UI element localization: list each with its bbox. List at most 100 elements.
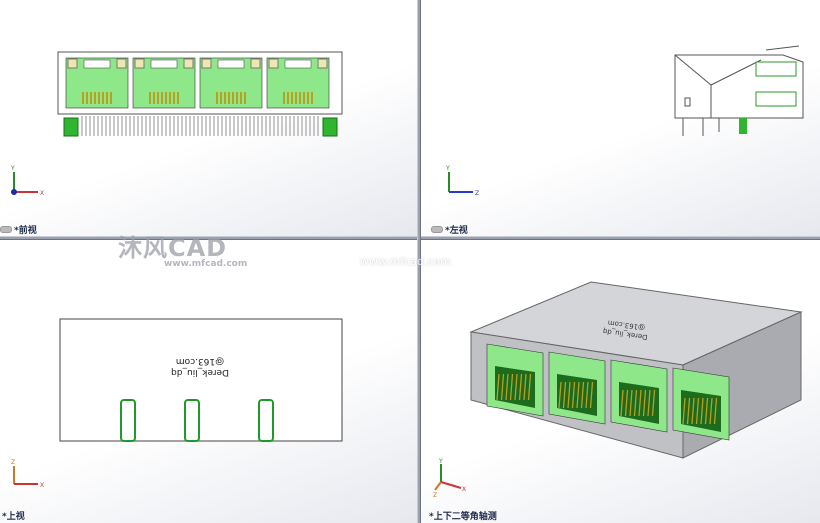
view-label-front: *前视 bbox=[0, 223, 37, 236]
contact-pin bbox=[633, 389, 638, 417]
contact-pin bbox=[638, 389, 642, 417]
contact-pin bbox=[629, 389, 633, 417]
view-label-top: *上视 bbox=[2, 512, 25, 522]
svg-text:Z: Z bbox=[433, 492, 437, 498]
rj45-port bbox=[486, 343, 544, 417]
contact-pin bbox=[157, 92, 159, 104]
watermark-url: www.mfcad.com bbox=[360, 255, 451, 268]
vertical-splitter[interactable] bbox=[417, 0, 421, 523]
latch-slot bbox=[284, 59, 312, 69]
contact-pin bbox=[216, 92, 218, 104]
contact-pin bbox=[169, 92, 171, 104]
contact-pin bbox=[311, 92, 313, 104]
contact-pin bbox=[704, 397, 709, 425]
contact-pin bbox=[713, 397, 718, 425]
contact-pin bbox=[291, 92, 293, 104]
port-cavity bbox=[495, 366, 535, 408]
view-label-left: *左视 bbox=[431, 223, 468, 236]
axis-triad: Y X Z bbox=[431, 458, 476, 502]
led bbox=[134, 58, 145, 69]
latch-tab bbox=[120, 399, 136, 442]
port-cavity bbox=[557, 374, 597, 416]
rj45-port bbox=[199, 57, 263, 109]
contact-pin bbox=[509, 373, 514, 401]
led bbox=[201, 58, 212, 69]
contact-pin bbox=[90, 92, 92, 104]
contact-pin bbox=[236, 92, 238, 104]
contact-pin bbox=[173, 92, 175, 104]
contact-pin bbox=[287, 92, 289, 104]
contact-pin bbox=[651, 389, 656, 417]
contact-pin bbox=[523, 373, 527, 401]
contact-pin bbox=[153, 92, 155, 104]
contact-pin bbox=[695, 397, 700, 425]
contact-pin bbox=[244, 92, 246, 104]
view-icon bbox=[0, 226, 12, 233]
latch-tab bbox=[184, 399, 200, 442]
contact-pin bbox=[691, 397, 695, 425]
contact-pin bbox=[224, 92, 226, 104]
iso-view-model: Derek_liu_dq @163.com bbox=[469, 281, 803, 459]
view-icon bbox=[431, 226, 443, 233]
svg-text:Z: Z bbox=[475, 190, 479, 197]
contact-pin bbox=[527, 373, 532, 401]
port-cavity bbox=[619, 382, 659, 424]
svg-text:Z: Z bbox=[11, 459, 15, 466]
contact-pin bbox=[149, 92, 151, 104]
contact-pin bbox=[106, 92, 108, 104]
contact-pin bbox=[232, 92, 234, 104]
contact-pin bbox=[496, 373, 500, 401]
contact-pin bbox=[505, 373, 509, 401]
contact-pin bbox=[518, 373, 523, 401]
contact-pin bbox=[240, 92, 242, 104]
left-view-model bbox=[674, 45, 804, 136]
led bbox=[250, 58, 261, 69]
contact-pin bbox=[94, 92, 96, 104]
contact-pin bbox=[709, 397, 713, 425]
contact-pin bbox=[571, 381, 576, 409]
contact-pin bbox=[686, 397, 691, 425]
contact-pin bbox=[86, 92, 88, 104]
contact-pin bbox=[580, 381, 585, 409]
contact-pin bbox=[283, 92, 285, 104]
contact-pin bbox=[295, 92, 297, 104]
top-view-model: Derek_liu_dq @163.com bbox=[59, 318, 343, 442]
contact-pin bbox=[102, 92, 104, 104]
contact-pin bbox=[585, 381, 589, 409]
watermark-logo: 沐风CAD www.mfcad.com bbox=[118, 234, 248, 269]
front-view-model bbox=[57, 51, 343, 137]
contact-pin bbox=[514, 373, 518, 401]
contact-pin bbox=[82, 92, 84, 104]
svg-text:X: X bbox=[40, 482, 44, 489]
contact-pin bbox=[647, 389, 651, 417]
contact-pin bbox=[220, 92, 222, 104]
svg-text:@163.com: @163.com bbox=[176, 356, 224, 366]
led bbox=[67, 58, 78, 69]
svg-text:X: X bbox=[462, 486, 466, 493]
contact-pin bbox=[299, 92, 301, 104]
led bbox=[116, 58, 127, 69]
contact-pin bbox=[589, 381, 594, 409]
svg-text:Y: Y bbox=[438, 458, 443, 465]
horizontal-splitter[interactable] bbox=[0, 236, 820, 240]
svg-text:Y: Y bbox=[10, 165, 15, 172]
rj45-port bbox=[548, 351, 606, 425]
port-cavity bbox=[681, 390, 721, 432]
contact-pin bbox=[228, 92, 230, 104]
led bbox=[268, 58, 279, 69]
rj45-port bbox=[132, 57, 196, 109]
contact-pin bbox=[307, 92, 309, 104]
contact-pin bbox=[177, 92, 179, 104]
contact-pin bbox=[567, 381, 571, 409]
contact-pin bbox=[642, 389, 647, 417]
contact-pin bbox=[161, 92, 163, 104]
contact-pin bbox=[700, 397, 704, 425]
rj45-port bbox=[610, 359, 668, 433]
